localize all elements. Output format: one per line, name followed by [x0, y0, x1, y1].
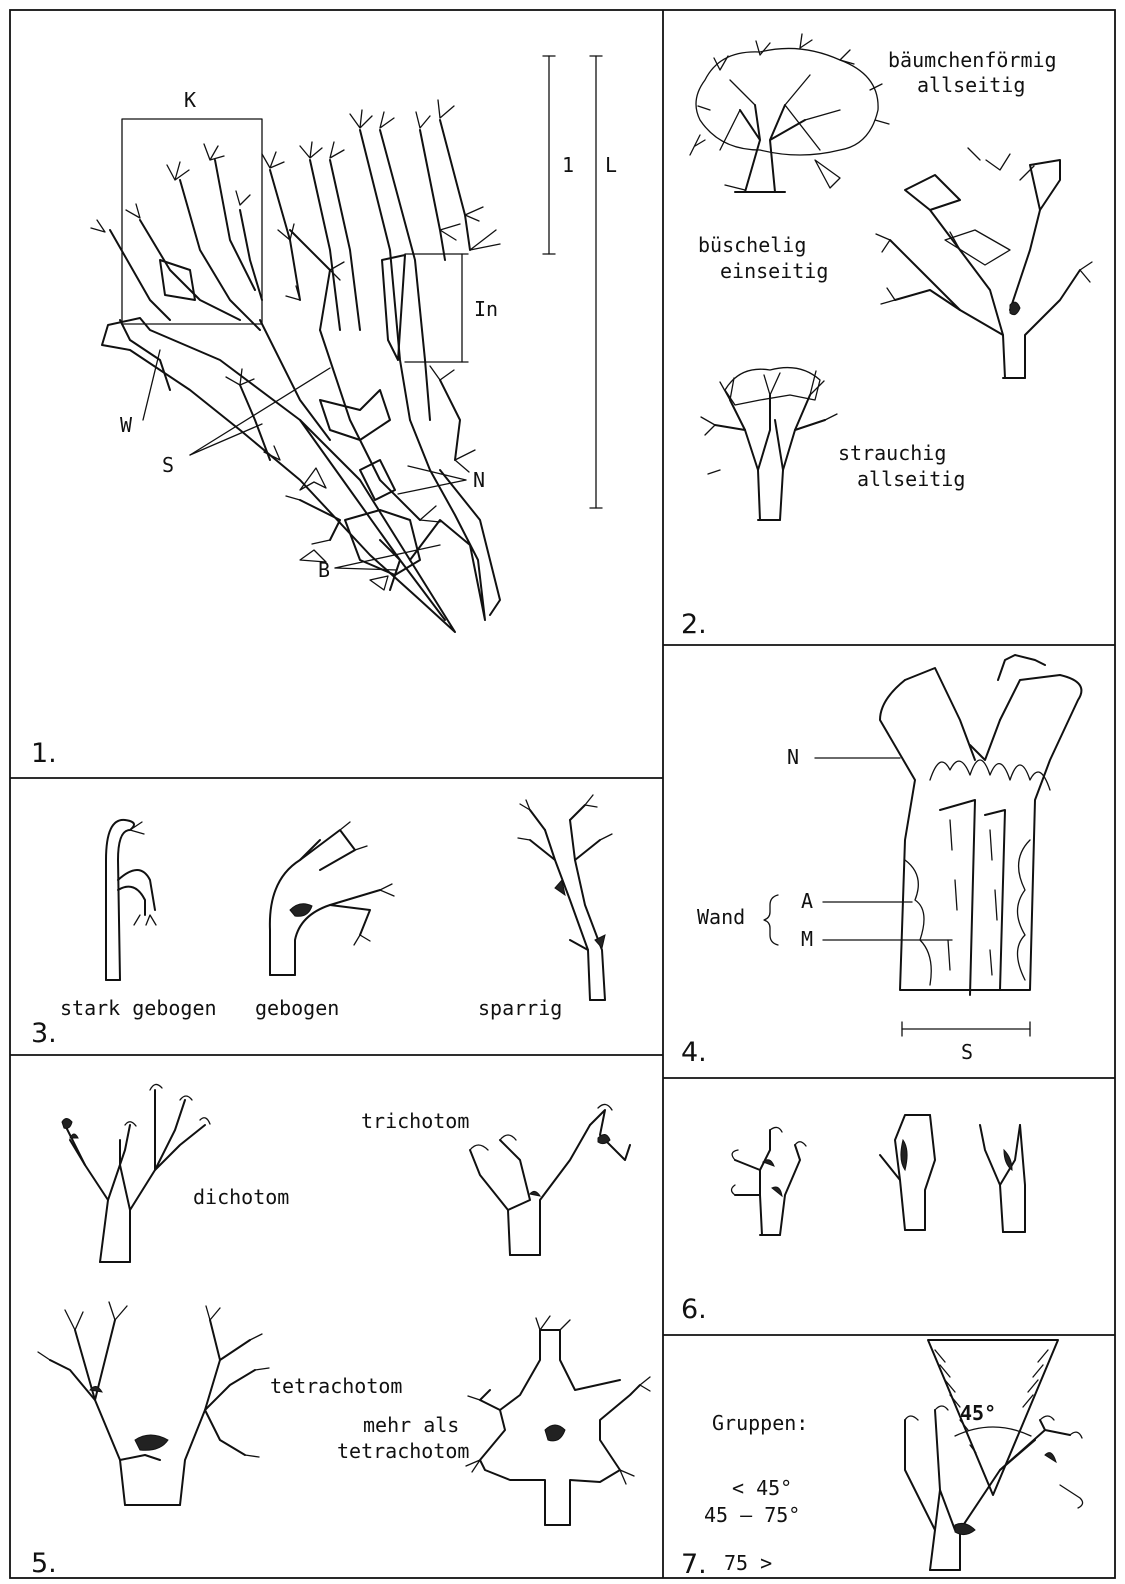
- label-angle-45: 45°: [960, 1401, 996, 1425]
- panel-number-6: 6.: [681, 1294, 707, 1325]
- drawing-sparrig: [518, 795, 612, 1000]
- label-stark-gebogen: stark gebogen: [60, 996, 217, 1020]
- label-tetrachotom: tetrachotom: [270, 1374, 402, 1398]
- label-baeumchen-2: allseitig: [917, 73, 1025, 97]
- drawing-trichotom: [470, 1104, 630, 1255]
- drawing-bueschelig: [876, 148, 1092, 378]
- label-W: W: [120, 413, 133, 437]
- label-gruppen: Gruppen:: [712, 1411, 808, 1435]
- panel-1: K 1 L In W S N: [31, 56, 617, 769]
- label-L: L: [605, 153, 617, 177]
- drawing-baeumchen: [690, 34, 889, 192]
- label-bueschelig-1: büschelig: [698, 233, 806, 257]
- drawing-tip-b: [880, 1115, 935, 1230]
- label-K: K: [184, 88, 196, 112]
- panel-number-1: 1.: [31, 738, 57, 769]
- panel-number-2: 2.: [681, 609, 707, 640]
- panel-number-4: 4.: [681, 1037, 707, 1068]
- panel-4: N Wand A M S 4.: [681, 655, 1081, 1068]
- label-sparrig: sparrig: [478, 996, 562, 1020]
- label-N-4: N: [787, 745, 799, 769]
- label-strauchig-1: strauchig: [838, 441, 946, 465]
- label-In: In: [474, 297, 498, 321]
- drawing-stem-section: [880, 655, 1081, 995]
- panel-7: Gruppen: < 45° 45 – 75° 75 > 45° 7.: [681, 1340, 1083, 1580]
- label-S: S: [162, 453, 174, 477]
- label-N: N: [473, 468, 485, 492]
- label-baeumchen-1: bäumchenförmig: [888, 48, 1057, 72]
- drawing-stark-gebogen: [106, 820, 156, 980]
- label-A: A: [801, 889, 813, 913]
- panel-number-7: 7.: [681, 1549, 707, 1580]
- drawing-gebogen: [270, 822, 394, 975]
- label-Wand: Wand: [697, 905, 745, 929]
- panel-5: dichotom trichotom tetrachotom mehr: [31, 1084, 650, 1579]
- label-dichotom: dichotom: [193, 1185, 289, 1209]
- label-trichotom: trichotom: [361, 1109, 469, 1133]
- drawing-dichotom: [62, 1084, 210, 1262]
- label-group-45-75: 45 – 75°: [704, 1503, 800, 1527]
- panel-3: stark gebogen gebogen sparrig 3.: [31, 795, 612, 1049]
- panel-6: 6.: [681, 1115, 1025, 1325]
- label-scale-1: 1: [562, 153, 574, 177]
- drawing-tip-c: [980, 1125, 1025, 1232]
- drawing-tetrachotom: [38, 1302, 269, 1505]
- label-gebogen: gebogen: [255, 996, 339, 1020]
- label-mehr-tetrachotom: tetrachotom: [337, 1439, 469, 1463]
- thallus-drawing: [91, 100, 500, 632]
- drawing-angle: [905, 1406, 1083, 1570]
- panel-2: bäumchenförmig allseitig büschelig einse…: [681, 34, 1092, 640]
- panel-frames: [10, 10, 1115, 1578]
- label-strauchig-2: allseitig: [857, 467, 965, 491]
- wand-brace: [764, 895, 778, 945]
- scale-bars: [543, 56, 602, 508]
- scale-bar-S: [902, 1022, 1030, 1036]
- drawing-mehr-als-tetrachotom: [466, 1316, 650, 1525]
- label-mehr-als: mehr als: [363, 1413, 459, 1437]
- leader-lines: [143, 350, 466, 570]
- panel-number-5: 5.: [31, 1548, 57, 1579]
- label-S-4: S: [961, 1040, 973, 1064]
- drawing-strauchig: [701, 368, 837, 520]
- panel-number-3: 3.: [31, 1018, 57, 1049]
- label-M: M: [801, 927, 813, 951]
- label-group-lt45: < 45°: [732, 1476, 792, 1500]
- label-B: B: [318, 558, 330, 582]
- label-bueschelig-2: einseitig: [720, 259, 828, 283]
- label-group-gt75: 75 >: [724, 1551, 772, 1575]
- internode-bracket: [405, 254, 468, 362]
- drawing-tip-a: [732, 1127, 807, 1235]
